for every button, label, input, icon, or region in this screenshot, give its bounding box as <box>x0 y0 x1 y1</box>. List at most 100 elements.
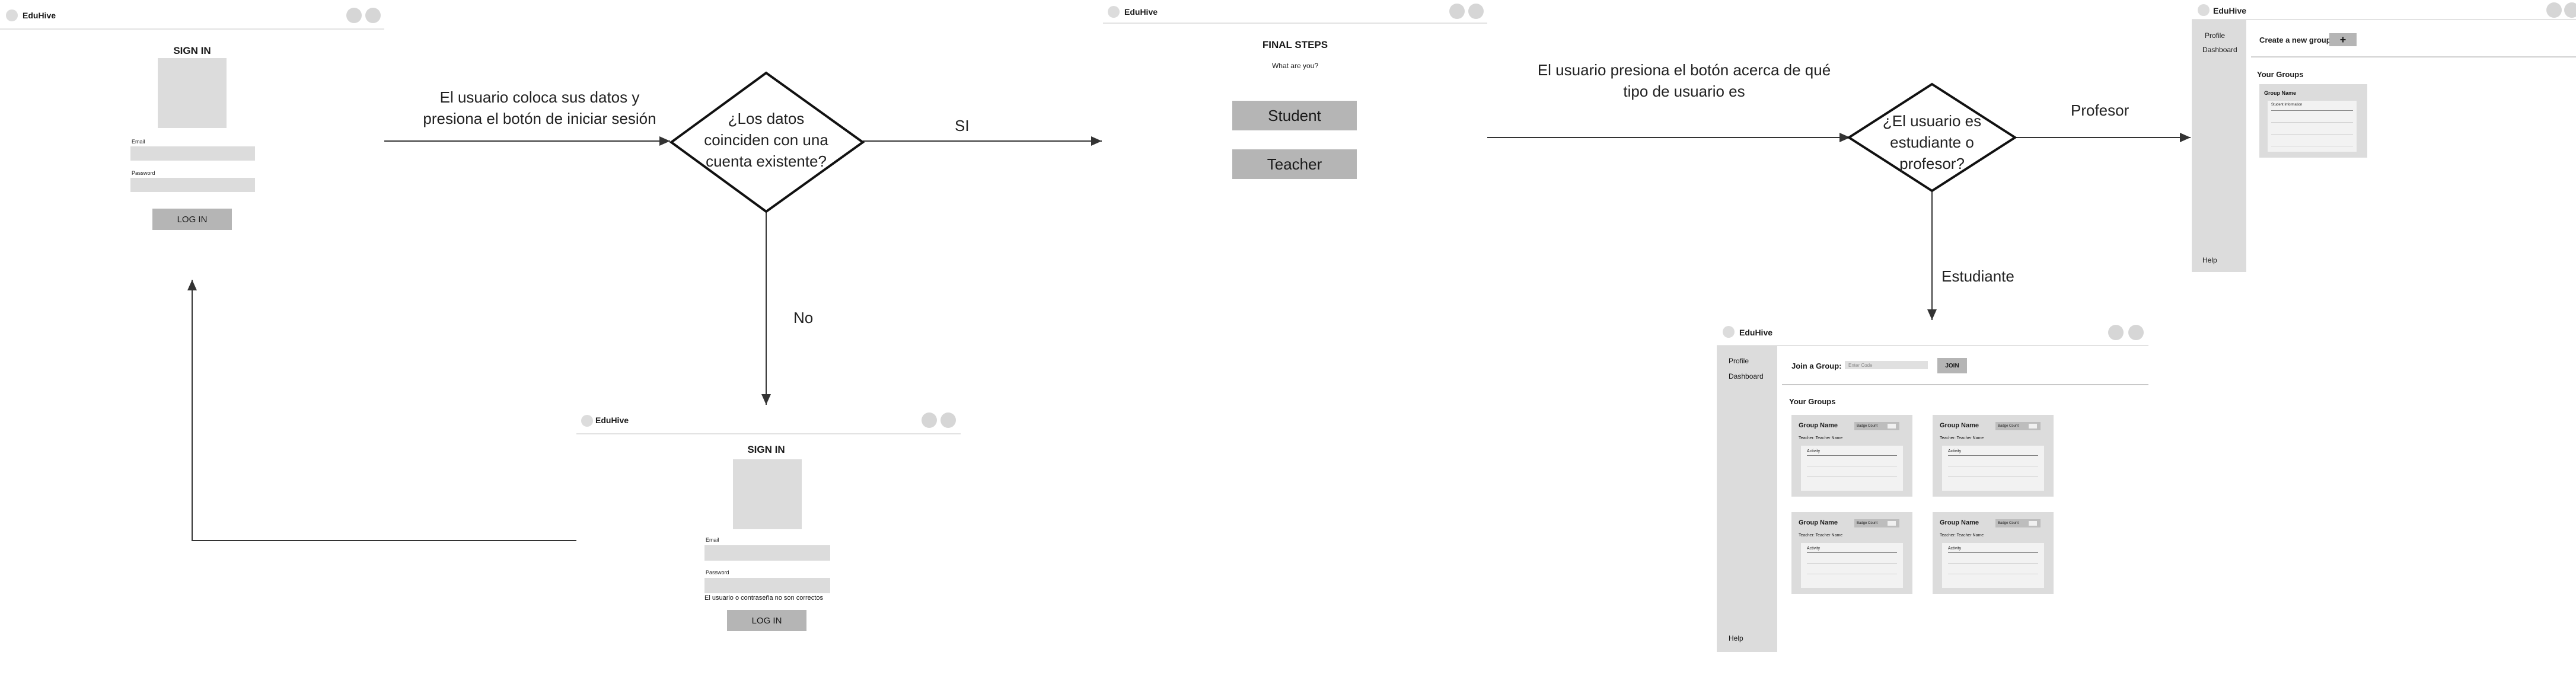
login-button[interactable]: LOG IN <box>727 610 806 631</box>
window-button-icon[interactable] <box>1449 4 1465 19</box>
flow-2-action-text: El usuario presiona el botón acerca de q… <box>1537 61 1831 100</box>
window-button-icon[interactable] <box>941 412 956 428</box>
badge-count-box <box>2029 521 2037 526</box>
window-button-icon[interactable] <box>1468 4 1484 19</box>
teacher-dashboard-screen: EduHive Profile Dashboard Help Create a … <box>2192 0 2576 279</box>
nav-profile[interactable]: Profile <box>1729 357 1749 365</box>
app-logo-icon <box>6 9 18 21</box>
logo-placeholder <box>158 58 227 128</box>
no-label: No <box>793 309 814 327</box>
divider <box>1782 384 2148 385</box>
nav-dashboard[interactable]: Dashboard <box>2202 46 2237 54</box>
app-logo-icon <box>1723 326 1735 338</box>
line <box>1948 552 2038 553</box>
activity-panel: Activity <box>1942 446 2044 491</box>
student-dashboard-screen: EduHive Profile Dashboard Help Join a Gr… <box>1717 320 2148 678</box>
app-logo-icon <box>1108 6 1120 18</box>
app-name: EduHive <box>1124 7 1158 17</box>
title-bar: EduHive <box>2192 0 2576 20</box>
decision-1-text: ¿Los datos coinciden con una cuenta exis… <box>704 110 828 170</box>
login-button[interactable]: LOG IN <box>152 209 232 230</box>
badge-count-box <box>1888 521 1896 526</box>
password-label: Password <box>132 170 155 176</box>
line <box>2271 122 2353 123</box>
badge-count: Badge Count <box>1854 422 1899 430</box>
logo-placeholder <box>733 459 802 529</box>
password-field[interactable] <box>704 578 830 593</box>
join-button[interactable]: JOIN <box>1937 358 1967 373</box>
nav-help[interactable]: Help <box>2202 256 2217 264</box>
line <box>2271 110 2353 111</box>
student-button[interactable]: Student <box>1232 101 1357 130</box>
password-field[interactable] <box>130 178 255 192</box>
join-group-label: Join a Group: <box>1791 362 1842 370</box>
student-list: Student Information <box>2268 101 2357 152</box>
signin-title: SIGN IN <box>747 444 785 455</box>
student-list-label: Student Information <box>2271 103 2303 107</box>
line <box>1807 455 1897 456</box>
activity-label: Activity <box>1948 546 1962 551</box>
badge-count-label: Badge Count <box>1857 522 1878 525</box>
app-logo-icon <box>2198 4 2210 16</box>
group-name: Group Name <box>2264 90 2297 96</box>
app-name: EduHive <box>23 11 56 20</box>
signin-error-screen: EduHive SIGN IN Email Password El usuari… <box>576 405 961 678</box>
decision-2-text: ¿El usuario es estudiante o profesor? <box>1882 112 1982 172</box>
activity-panel: Activity <box>1942 543 2044 588</box>
group-card[interactable]: Group Name Student Information <box>2259 84 2367 158</box>
divider <box>2251 56 2576 57</box>
error-message: El usuario o contraseña no son correctos <box>704 594 823 602</box>
add-group-button[interactable]: + <box>2329 33 2357 46</box>
your-groups-heading: Your Groups <box>1789 397 1836 406</box>
email-field[interactable] <box>704 545 830 561</box>
app-logo-icon <box>581 415 593 427</box>
window-button-icon[interactable] <box>346 8 362 23</box>
join-code-input[interactable]: Enter Code <box>1845 361 1928 369</box>
app-name: EduHive <box>595 415 629 425</box>
window-button-icon[interactable] <box>2108 325 2124 340</box>
group-name: Group Name <box>1940 519 1979 526</box>
line <box>1807 476 1897 477</box>
group-name: Group Name <box>1799 422 1838 429</box>
window-button-icon[interactable] <box>365 8 381 23</box>
teacher-name: Teacher: Teacher Name <box>1940 436 1984 440</box>
teacher-label: Profesor <box>2071 101 2129 119</box>
nav-dashboard[interactable]: Dashboard <box>1729 372 1764 380</box>
badge-count-label: Badge Count <box>1998 522 2019 525</box>
create-group-label: Create a new group <box>2259 36 2331 44</box>
nav-profile[interactable]: Profile <box>2205 31 2226 40</box>
window-button-icon[interactable] <box>2546 2 2562 18</box>
activity-panel: Activity <box>1801 446 1903 491</box>
decision-1-shape <box>669 71 865 213</box>
badge-count-box <box>1888 424 1896 428</box>
final-steps-title: FINAL STEPS <box>1262 39 1328 50</box>
window-button-icon[interactable] <box>2564 2 2576 18</box>
activity-label: Activity <box>1807 449 1821 453</box>
student-label: Estudiante <box>1941 267 2014 285</box>
email-field[interactable] <box>130 146 255 161</box>
teacher-button[interactable]: Teacher <box>1232 149 1357 179</box>
window-button-icon[interactable] <box>922 412 937 428</box>
group-name: Group Name <box>1799 519 1838 526</box>
yes-label: SI <box>955 117 970 135</box>
email-label: Email <box>706 537 719 543</box>
activity-label: Activity <box>1948 449 1962 453</box>
sidebar: Profile Dashboard Help <box>1717 346 1777 652</box>
app-name: EduHive <box>1739 328 1773 337</box>
activity-label: Activity <box>1807 546 1821 551</box>
nav-help[interactable]: Help <box>1729 634 1743 642</box>
badge-count: Badge Count <box>1854 519 1899 527</box>
line <box>1948 455 2038 456</box>
teacher-name: Teacher: Teacher Name <box>1799 533 1843 538</box>
flow-1-action-text: El usuario coloca sus datos y presiona e… <box>423 88 656 127</box>
email-label: Email <box>132 139 145 145</box>
window-button-icon[interactable] <box>2128 325 2144 340</box>
group-name: Group Name <box>1940 422 1979 429</box>
line <box>2271 134 2353 135</box>
signin-title: SIGN IN <box>173 45 211 56</box>
